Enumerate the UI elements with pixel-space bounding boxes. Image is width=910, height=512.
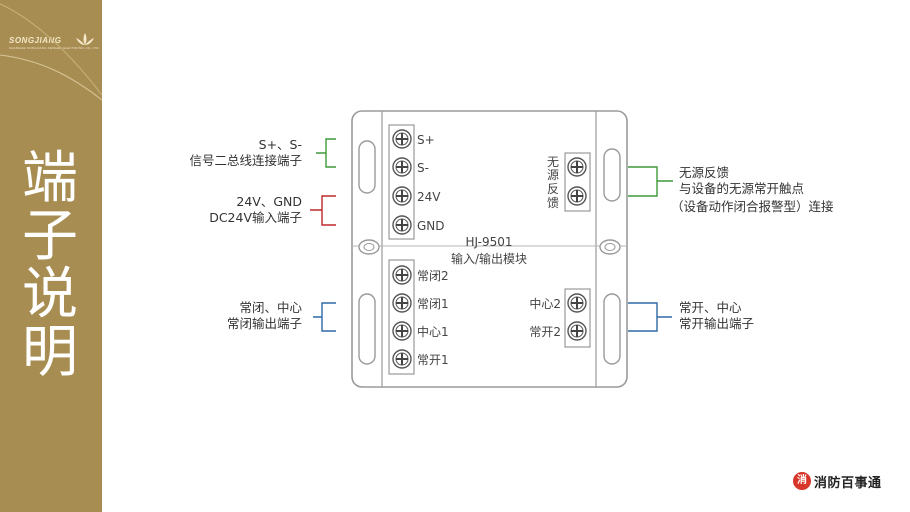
footer-logo-text: 消防百事通 — [814, 475, 882, 491]
mount-hole — [599, 239, 621, 255]
callout-bus-line2: 信号二总线连接端子 — [189, 153, 302, 168]
decor-curve — [0, 3, 103, 96]
page-title-char: 子 — [22, 204, 78, 269]
screw-terminal-icon — [567, 293, 587, 313]
callout-bus-line1: S+、S- — [259, 137, 302, 152]
mount-hole — [604, 243, 616, 251]
screw-terminal-icon — [567, 157, 587, 177]
terminal-label: S+ — [417, 133, 435, 147]
feedback-vertical-label: 反 — [547, 182, 559, 196]
mount-slot — [358, 293, 376, 365]
module-model: HJ-9501 — [465, 235, 512, 249]
mount-hole — [363, 243, 375, 251]
mount-slot — [603, 293, 621, 365]
callout-power-line1: 24V、GND — [236, 194, 302, 209]
screw-terminal-icon — [392, 186, 412, 206]
terminal-label: 24V — [417, 190, 441, 204]
screw-terminal-icon — [567, 321, 587, 341]
terminal-label: GND — [417, 219, 445, 233]
callout-nc-line1: 常闭、中心 — [239, 300, 302, 315]
module-name: 输入/输出模块 — [451, 251, 527, 266]
screw-terminal-icon — [567, 186, 587, 206]
mount-slot — [603, 148, 621, 202]
callout-bracket-nc — [313, 302, 336, 332]
screw-terminal-icon — [392, 265, 412, 285]
module-body — [351, 110, 628, 388]
terminal-label: S- — [417, 161, 429, 175]
page-title-char: 端 — [22, 146, 78, 211]
callout-feedback-line3: （设备动作闭合报警型）连接 — [671, 199, 834, 214]
page-title-char: 说 — [22, 262, 78, 327]
screw-terminal-icon — [392, 215, 412, 235]
callout-bracket-feedback — [628, 166, 673, 197]
screw-terminal-icon — [392, 129, 412, 149]
callout-no-line1: 常开、中心 — [679, 300, 742, 315]
sidebar: SONGJIANG SHANGHAI SONGJIANG FEISHEN ELE… — [0, 0, 102, 512]
callout-bracket-bus — [316, 138, 336, 168]
page-title: 端 子 说 明 — [18, 150, 82, 382]
terminal-label: 常闭2 — [417, 269, 449, 283]
terminal-label: 中心2 — [529, 296, 561, 311]
page-title-char: 明 — [22, 320, 78, 385]
terminal-label: 中心1 — [417, 324, 449, 339]
feedback-vertical-label: 馈 — [547, 196, 559, 210]
footer-logo-icon: 消 — [793, 472, 811, 490]
terminal-label: 常开2 — [529, 325, 561, 339]
feedback-vertical-label: 无 — [547, 155, 559, 169]
screw-terminal-icon — [392, 349, 412, 369]
callout-feedback-line1: 无源反馈 — [679, 165, 729, 180]
screw-terminal-icon — [392, 157, 412, 177]
brand-name: SONGJIANG — [9, 36, 62, 45]
callout-bracket-power — [310, 195, 336, 226]
lotus-logo-icon — [76, 33, 94, 45]
mount-hole — [358, 239, 380, 255]
footer-logo: 消 消防百事通 — [793, 472, 882, 491]
screw-terminal-icon — [392, 321, 412, 341]
screw-terminal-icon — [392, 293, 412, 313]
decor-curve — [0, 54, 103, 101]
callout-power-line2: DC24V输入端子 — [209, 210, 302, 225]
callout-nc-line2: 常闭输出端子 — [227, 316, 302, 331]
mount-slot — [358, 140, 376, 194]
terminal-label: 常闭1 — [417, 297, 449, 311]
terminal-label: 常开1 — [417, 353, 449, 367]
callout-no-line2: 常开输出端子 — [679, 316, 754, 331]
callout-bracket-no — [628, 302, 672, 332]
callout-feedback-line2: 与设备的无源常开触点 — [679, 181, 804, 196]
feedback-vertical-label: 源 — [547, 168, 559, 182]
brand-subtitle: SHANGHAI SONGJIANG FEISHEN ELECTRONIC CO… — [9, 46, 100, 50]
